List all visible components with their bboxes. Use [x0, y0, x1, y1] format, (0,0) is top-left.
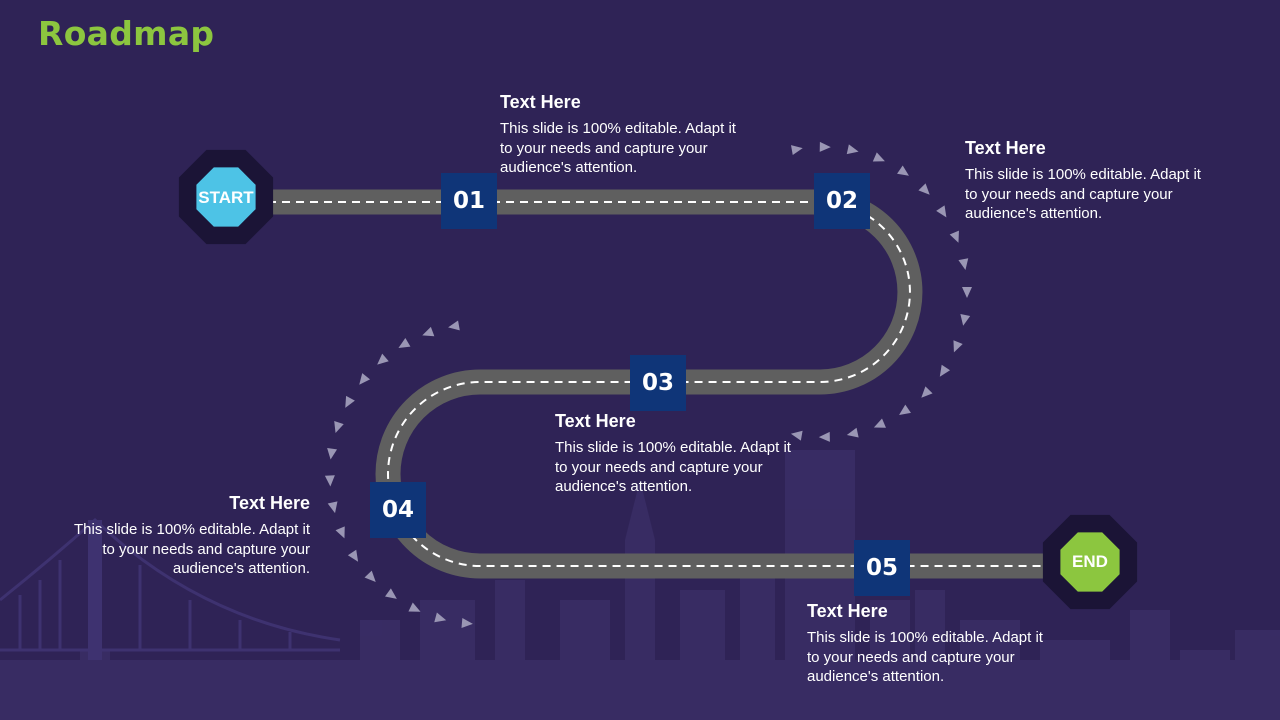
- arrow-chevron-icon: [897, 165, 909, 176]
- arrow-chevron-icon: [324, 475, 335, 487]
- start-badge: [178, 149, 274, 245]
- step-body: This slide is 100% editable. Adapt it to…: [74, 521, 310, 577]
- step-heading: Text Here: [555, 411, 636, 431]
- step-heading: Text Here: [965, 138, 1046, 158]
- arrow-chevron-icon: [960, 314, 971, 326]
- arrow-chevron-icon: [949, 230, 959, 243]
- arrow-chevron-icon: [818, 431, 830, 442]
- step-text-01: Text Here This slide is 100% editable. A…: [500, 92, 750, 178]
- step-body: This slide is 100% editable. Adapt it to…: [555, 439, 791, 495]
- arrow-chevron-icon: [335, 526, 345, 539]
- arrow-chevron-icon: [939, 364, 951, 377]
- arrow-chevron-icon: [846, 427, 859, 438]
- arrow-chevron-icon: [327, 501, 338, 514]
- arrow-chevron-icon: [327, 447, 338, 460]
- city-skyline-background: [0, 450, 1280, 720]
- arrow-chevron-icon: [819, 141, 831, 152]
- step-text-03: Text Here This slide is 100% editable. A…: [555, 411, 805, 497]
- arrow-chevron-icon: [846, 144, 859, 155]
- step-number-05: 05: [854, 540, 910, 596]
- arrow-chevron-icon: [359, 373, 371, 385]
- bridge-silhouette: [0, 517, 341, 660]
- arrow-chevron-icon: [958, 258, 969, 270]
- step-number-02: 02: [814, 173, 870, 229]
- step-body: This slide is 100% editable. Adapt it to…: [500, 120, 736, 176]
- step-body: This slide is 100% editable. Adapt it to…: [807, 629, 1043, 685]
- arrow-chevron-icon: [364, 570, 376, 583]
- end-label: END: [1072, 552, 1108, 571]
- arrow-chevron-icon: [872, 152, 885, 162]
- arrow-chevron-icon: [899, 404, 911, 415]
- arrow-chevron-icon: [385, 588, 397, 599]
- step-text-05: Text Here This slide is 100% editable. A…: [807, 601, 1057, 687]
- arrow-chevron-icon: [962, 287, 972, 298]
- arrow-chevron-icon: [408, 602, 421, 612]
- step-number-01: 01: [441, 173, 497, 229]
- arrow-chevron-icon: [398, 338, 411, 348]
- arrow-chevron-icon: [345, 395, 355, 408]
- arrow-chevron-icon: [334, 420, 344, 434]
- arrow-chevron-icon: [461, 617, 473, 628]
- arrow-chevron-icon: [422, 326, 435, 337]
- arrow-chevron-icon: [921, 386, 933, 398]
- start-label: START: [198, 188, 254, 207]
- step-text-04: Text Here This slide is 100% editable. A…: [60, 493, 310, 579]
- step-number-03: 03: [630, 355, 686, 411]
- step-text-02: Text Here This slide is 100% editable. A…: [965, 138, 1215, 224]
- arrow-chevron-icon: [790, 430, 803, 441]
- arrow-chevron-icon: [347, 549, 359, 562]
- step-number-04: 04: [370, 482, 426, 538]
- arrow-chevron-icon: [448, 320, 460, 331]
- arrow-chevron-icon: [953, 340, 963, 353]
- step-heading: Text Here: [807, 601, 888, 621]
- page-title: Roadmap: [38, 14, 215, 53]
- end-badge: [1042, 514, 1138, 610]
- step-heading: Text Here: [500, 92, 581, 112]
- arrow-chevron-icon: [434, 612, 447, 623]
- step-heading: Text Here: [229, 493, 310, 513]
- arrow-chevron-icon: [918, 183, 930, 195]
- arrow-arc-left: [324, 320, 473, 628]
- step-body: This slide is 100% editable. Adapt it to…: [965, 166, 1201, 222]
- arrow-chevron-icon: [936, 205, 947, 218]
- arrow-chevron-icon: [377, 353, 389, 365]
- arrow-chevron-icon: [791, 145, 803, 155]
- arrow-chevron-icon: [873, 418, 886, 428]
- arrow-arc-right: [790, 141, 972, 442]
